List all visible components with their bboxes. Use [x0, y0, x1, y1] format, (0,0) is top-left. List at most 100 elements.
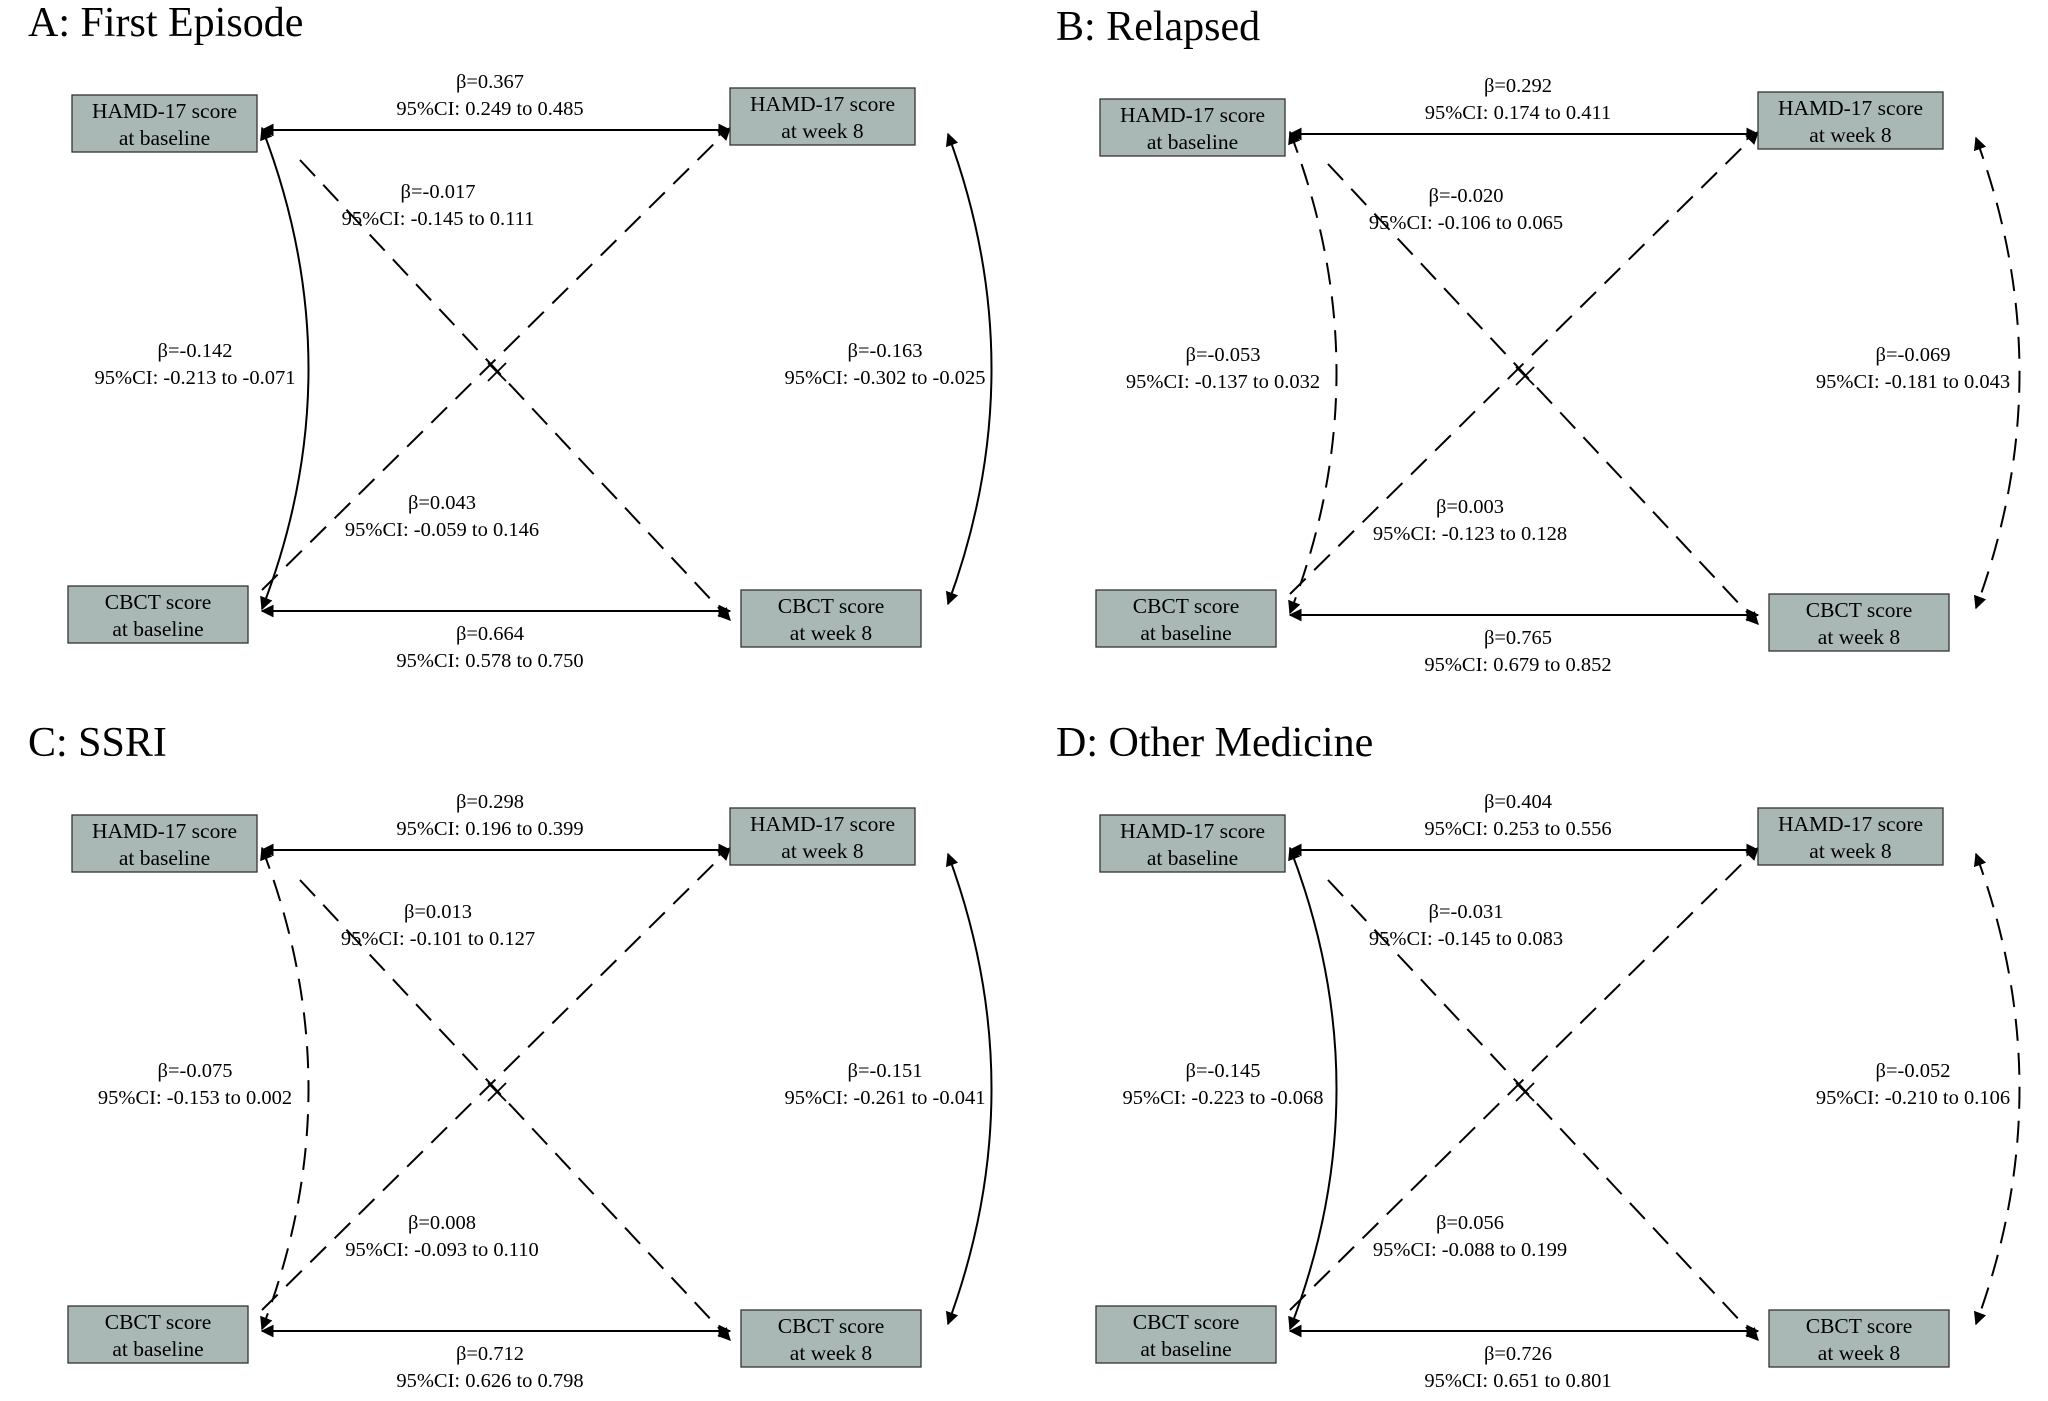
beta-label-bottom: β=0.726 [1484, 1343, 1552, 1365]
ci-label-cross-upper: 95%CI: -0.145 to 0.111 [342, 208, 535, 230]
correlation-week8 [1973, 852, 2021, 1326]
box-line-2: at week 8 [1809, 123, 1891, 147]
beta-label-top: β=0.292 [1484, 75, 1552, 97]
box-line-2: at baseline [119, 846, 210, 870]
box-line-2: at week 8 [1809, 839, 1891, 863]
path-cbct-baseline-to-hamd-week8 [261, 127, 731, 591]
ci-label-right: 95%CI: -0.181 to 0.043 [1816, 371, 2010, 393]
box-line-1: HAMD-17 score [1120, 103, 1265, 127]
ci-label-cross-upper: 95%CI: -0.106 to 0.065 [1369, 212, 1563, 234]
beta-label-right: β=-0.163 [848, 340, 923, 362]
beta-label-bottom: β=0.765 [1484, 627, 1552, 649]
beta-label-left: β=-0.075 [158, 1060, 233, 1082]
beta-label-top: β=0.298 [456, 791, 524, 813]
box-hamd-baseline: HAMD-17 score at baseline [71, 94, 258, 153]
box-line-2: at week 8 [1818, 625, 1900, 649]
box-cbct-baseline: CBCT score at baseline [1095, 1305, 1277, 1364]
box-line-1: HAMD-17 score [750, 92, 895, 116]
box-line-2: at baseline [112, 1337, 203, 1361]
box-line-1: CBCT score [105, 1310, 212, 1334]
beta-label-left: β=-0.142 [158, 340, 233, 362]
correlation-baseline [1288, 846, 1338, 1331]
beta-label-cross-upper: β=0.013 [404, 901, 472, 923]
box-line-1: CBCT score [1806, 1314, 1913, 1338]
ci-label-right: 95%CI: -0.302 to -0.025 [785, 367, 986, 389]
box-hamd-week8: HAMD-17 score at week 8 [1757, 807, 1944, 866]
ci-label-left: 95%CI: -0.223 to -0.068 [1123, 1087, 1324, 1109]
box-line-1: CBCT score [105, 590, 212, 614]
ci-label-bottom: 95%CI: 0.679 to 0.852 [1424, 654, 1611, 676]
beta-label-right: β=-0.052 [1876, 1060, 1951, 1082]
box-hamd-week8: HAMD-17 score at week 8 [729, 87, 916, 146]
box-line-2: at baseline [1147, 846, 1238, 870]
ci-label-cross-upper: 95%CI: -0.145 to 0.083 [1369, 928, 1563, 950]
ci-label-top: 95%CI: 0.253 to 0.556 [1424, 818, 1611, 840]
beta-label-right: β=-0.151 [848, 1060, 923, 1082]
panel-title: B: Relapsed [1056, 4, 1260, 50]
beta-label-cross-upper: β=-0.020 [1429, 185, 1504, 207]
path-hamd-baseline-to-cbct-week8 [299, 879, 731, 1341]
beta-label-cross-lower: β=0.043 [408, 492, 476, 514]
beta-label-left: β=-0.053 [1186, 344, 1261, 366]
path-hamd-baseline-to-cbct-week8 [299, 159, 731, 621]
box-line-2: at week 8 [1818, 1341, 1900, 1365]
ci-label-left: 95%CI: -0.153 to 0.002 [98, 1087, 292, 1109]
box-cbct-baseline: CBCT score at baseline [67, 1305, 249, 1364]
beta-label-right: β=-0.069 [1876, 344, 1951, 366]
box-line-2: at baseline [1140, 621, 1231, 645]
ci-label-top: 95%CI: 0.249 to 0.485 [396, 98, 583, 120]
path-cbct-baseline-to-hamd-week8 [1289, 131, 1759, 595]
path-cbct-baseline-to-hamd-week8 [261, 847, 731, 1311]
box-line-2: at week 8 [790, 1341, 872, 1365]
box-line-2: at baseline [1147, 130, 1238, 154]
beta-label-left: β=-0.145 [1186, 1060, 1261, 1082]
box-line-1: CBCT score [1133, 1310, 1240, 1334]
ci-label-cross-upper: 95%CI: -0.101 to 0.127 [341, 928, 535, 950]
ci-label-bottom: 95%CI: 0.578 to 0.750 [396, 650, 583, 672]
correlation-baseline [260, 126, 310, 611]
box-line-2: at baseline [112, 617, 203, 641]
panel-title: D: Other Medicine [1056, 720, 1373, 766]
box-cbct-week8: CBCT score at week 8 [1768, 1309, 1950, 1368]
ci-label-left: 95%CI: -0.213 to -0.071 [95, 367, 296, 389]
ci-label-cross-lower: 95%CI: -0.088 to 0.199 [1373, 1239, 1567, 1261]
ci-label-cross-lower: 95%CI: -0.093 to 0.110 [345, 1239, 538, 1261]
box-line-2: at baseline [119, 126, 210, 150]
path-cbct-baseline-to-hamd-week8 [1289, 847, 1759, 1311]
box-hamd-baseline: HAMD-17 score at baseline [1099, 814, 1286, 873]
crossing-mark [1515, 1082, 1535, 1102]
ci-label-left: 95%CI: -0.137 to 0.032 [1126, 371, 1320, 393]
beta-label-cross-lower: β=0.008 [408, 1212, 476, 1234]
box-line-2: at week 8 [790, 621, 872, 645]
box-line-1: HAMD-17 score [1120, 819, 1265, 843]
ci-label-top: 95%CI: 0.174 to 0.411 [1425, 102, 1612, 124]
box-line-2: at week 8 [781, 119, 863, 143]
beta-label-cross-upper: β=-0.017 [401, 181, 476, 203]
panel-title: A: First Episode [28, 0, 303, 46]
crossing-mark [1515, 366, 1535, 386]
box-hamd-week8: HAMD-17 score at week 8 [1757, 91, 1944, 150]
box-hamd-baseline: HAMD-17 score at baseline [71, 814, 258, 873]
ci-label-bottom: 95%CI: 0.651 to 0.801 [1424, 1370, 1611, 1392]
box-line-2: at week 8 [781, 839, 863, 863]
beta-label-cross-lower: β=0.056 [1436, 1212, 1504, 1234]
box-hamd-baseline: HAMD-17 score at baseline [1099, 98, 1286, 157]
box-line-1: HAMD-17 score [1778, 96, 1923, 120]
path-hamd-baseline-to-cbct-week8 [1327, 163, 1759, 625]
box-line-1: CBCT score [778, 1314, 885, 1338]
ci-label-right: 95%CI: -0.210 to 0.106 [1816, 1087, 2010, 1109]
box-line-1: HAMD-17 score [1778, 812, 1923, 836]
box-cbct-week8: CBCT score at week 8 [1768, 593, 1950, 652]
box-line-2: at baseline [1140, 1337, 1231, 1361]
box-line-1: HAMD-17 score [92, 819, 237, 843]
box-line-1: HAMD-17 score [92, 99, 237, 123]
box-line-1: CBCT score [1806, 598, 1913, 622]
ci-label-cross-lower: 95%CI: -0.123 to 0.128 [1373, 523, 1567, 545]
